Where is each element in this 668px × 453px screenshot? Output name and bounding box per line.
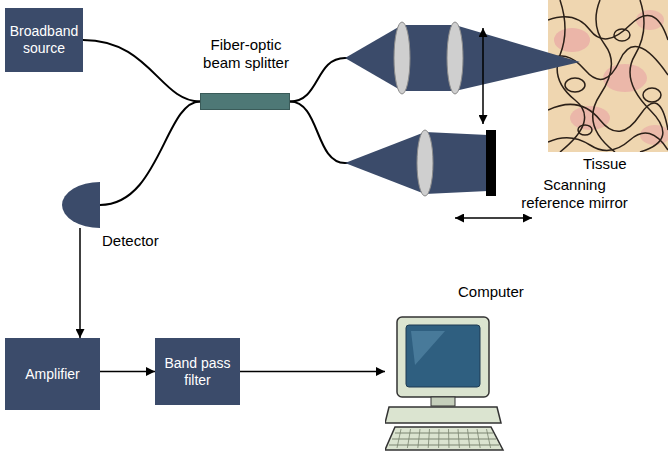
amplifier-box: Amplifier xyxy=(5,338,100,410)
lens xyxy=(447,22,463,94)
lens xyxy=(417,130,433,196)
node-label: Scanning reference mirror xyxy=(512,176,637,212)
detector: Detector xyxy=(62,182,100,228)
scan-arrow xyxy=(455,217,532,219)
source-box: Broadband source xyxy=(5,8,83,72)
computer-shape xyxy=(385,305,505,453)
tissue-image xyxy=(548,0,668,152)
reference-mirror: Scanning reference mirror xyxy=(486,130,496,196)
node-label: Broadband source xyxy=(9,23,79,57)
filter-box: Band pass filter xyxy=(155,338,240,405)
node-label: Amplifier xyxy=(9,366,96,383)
signal-arrow xyxy=(240,371,385,373)
node-label: Band pass filter xyxy=(159,355,236,389)
optical-fiber xyxy=(100,102,200,206)
detector-shape xyxy=(62,182,100,228)
node-label: Detector xyxy=(102,232,159,250)
node-label: Computer xyxy=(458,283,524,301)
tissue-sample: Tissue xyxy=(548,0,668,152)
optical-fiber xyxy=(83,40,200,102)
signal-arrow xyxy=(79,228,81,338)
lens xyxy=(394,22,410,94)
scan-arrow xyxy=(482,28,484,124)
node-label: Tissue xyxy=(583,155,627,173)
beam-splitter: Fiber-optic beam splitter xyxy=(200,93,290,110)
node-label: Fiber-optic beam splitter xyxy=(191,36,301,72)
signal-arrow xyxy=(100,371,155,373)
computer: Computer xyxy=(385,305,505,453)
